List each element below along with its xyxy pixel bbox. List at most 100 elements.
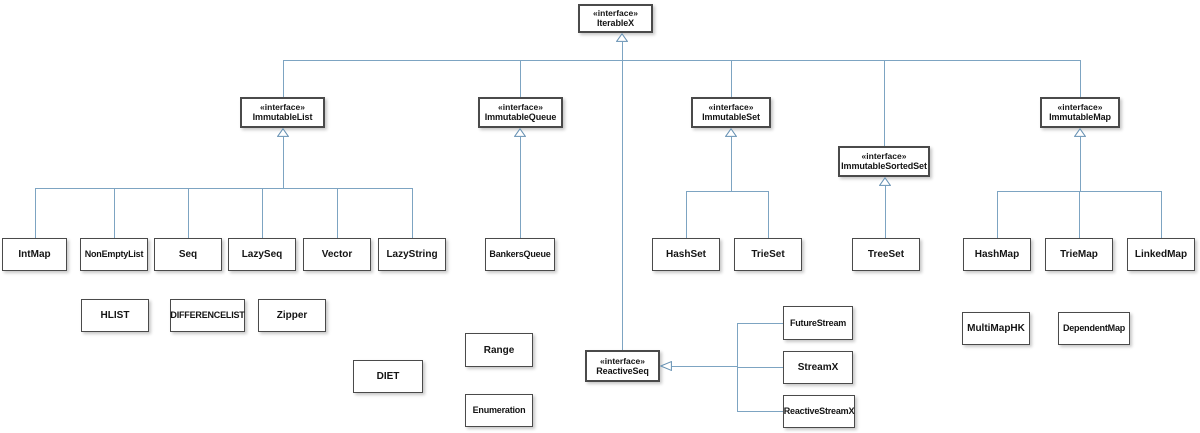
class-node-hlist[interactable]: HLIST [81,299,149,332]
class-name: Seq [178,249,198,260]
class-name: DIET [376,371,400,382]
interface-name: ImmutableSortedSet [841,161,927,171]
interface-name: ImmutableMap [1049,112,1111,122]
class-node-multimaphk[interactable]: MultiMapHK [962,312,1030,345]
connector-line [737,367,783,368]
stereotype-label: «interface» [593,8,638,18]
interface-node-immutablesortedset[interactable]: «interface» ImmutableSortedSet [838,146,930,177]
inheritance-arrow-icon [878,176,892,186]
class-name: HashSet [665,249,706,260]
interface-name: IterableX [596,18,635,28]
class-name: LazySeq [241,249,283,260]
inheritance-arrow-icon [513,127,527,137]
class-node-linkedmap[interactable]: LinkedMap [1127,238,1195,271]
connector-line [686,191,687,238]
inheritance-arrow-icon [276,127,290,137]
class-node-enumeration[interactable]: Enumeration [465,394,533,427]
class-name: StreamX [797,362,839,373]
interface-node-reactiveseq[interactable]: «interface» ReactiveSeq [585,350,660,382]
connector-line [768,191,769,238]
class-name: DependentMap [1062,323,1126,333]
stereotype-label: «interface» [1057,102,1103,112]
class-node-hashset[interactable]: HashSet [652,238,720,271]
class-node-bankersqueue[interactable]: BankersQueue [485,238,555,271]
class-node-vector[interactable]: Vector [303,238,371,271]
connector-line [412,188,413,238]
connector-line [731,60,732,97]
interface-node-immutablelist[interactable]: «interface» ImmutableList [240,97,325,128]
connector-line [1080,60,1081,97]
interface-node-immutablequeue[interactable]: «interface» ImmutableQueue [478,97,563,128]
class-node-dependentmap[interactable]: DependentMap [1058,312,1130,345]
class-node-lazyseq[interactable]: LazySeq [228,238,296,271]
stereotype-label: «interface» [498,102,543,112]
connector-line [672,366,737,367]
connector-line [737,323,783,324]
class-node-differencelist[interactable]: DIFFERENCELIST [170,299,245,332]
connector-line [520,60,521,97]
inheritance-arrow-icon [724,127,738,137]
connector-line [520,137,521,238]
class-node-range[interactable]: Range [465,333,533,367]
class-node-hashmap[interactable]: HashMap [963,238,1031,271]
class-node-diet[interactable]: DIET [353,360,423,393]
interface-name: ImmutableList [252,112,313,122]
class-name: HLIST [100,310,130,321]
connector-line [283,60,284,97]
connector-line [337,188,338,238]
connector-line [1079,191,1080,238]
class-name: LazyString [386,249,438,260]
interface-node-immutablemap[interactable]: «interface» ImmutableMap [1040,97,1120,128]
connector-line [35,188,412,189]
inheritance-arrow-icon [659,360,672,372]
class-name: FutureStream [789,317,847,328]
class-name: DIFFERENCELIST [170,310,245,320]
stereotype-label: «interface» [600,355,645,366]
interface-node-immutableset[interactable]: «interface» ImmutableSet [691,97,771,128]
stereotype-label: «interface» [260,102,305,112]
connector-line [885,186,886,238]
class-name: Zipper [276,310,308,321]
interface-node-iterablex[interactable]: «interface» IterableX [578,4,653,33]
class-name: Enumeration [472,405,526,415]
connector-line [622,42,623,350]
connector-line [188,188,189,238]
class-name: Range [483,344,515,356]
connector-line [731,137,732,191]
class-name: Vector [321,249,353,260]
class-name: HashMap [974,249,1020,260]
class-name: LinkedMap [1134,249,1188,260]
class-node-trieset[interactable]: TrieSet [734,238,802,271]
class-node-futurestream[interactable]: FutureStream [783,306,853,340]
inheritance-arrow-icon [1073,127,1087,137]
connector-line [283,60,1080,61]
connector-line [1161,191,1162,238]
connector-line [35,188,36,238]
connector-line [283,137,284,188]
class-name: NonEmptyList [84,249,144,259]
connector-line [114,188,115,238]
connector-line [1080,137,1081,191]
class-node-streamx[interactable]: StreamX [783,351,853,384]
connector-line [686,191,768,192]
class-node-reactivestreamx[interactable]: ReactiveStreamX [783,395,855,428]
inheritance-arrow-icon [615,32,629,42]
class-node-seq[interactable]: Seq [154,238,222,271]
class-name: ReactiveStreamX [783,406,855,416]
class-name: TreeSet [867,249,905,260]
class-node-intmap[interactable]: IntMap [2,238,67,271]
class-name: BankersQueue [489,249,551,259]
class-node-triemap[interactable]: TrieMap [1045,238,1113,271]
class-node-nonemptylist[interactable]: NonEmptyList [80,238,148,271]
connector-line [884,60,885,146]
class-name: IntMap [18,249,51,260]
stereotype-label: «interface» [861,151,907,161]
interface-name: ImmutableSet [702,112,760,122]
class-name: TrieMap [1060,249,1098,260]
interface-name: ReactiveSeq [596,365,649,376]
stereotype-label: «interface» [708,102,754,112]
class-node-lazystring[interactable]: LazyString [378,238,446,271]
class-node-treeset[interactable]: TreeSet [852,238,920,271]
class-node-zipper[interactable]: Zipper [258,299,326,332]
